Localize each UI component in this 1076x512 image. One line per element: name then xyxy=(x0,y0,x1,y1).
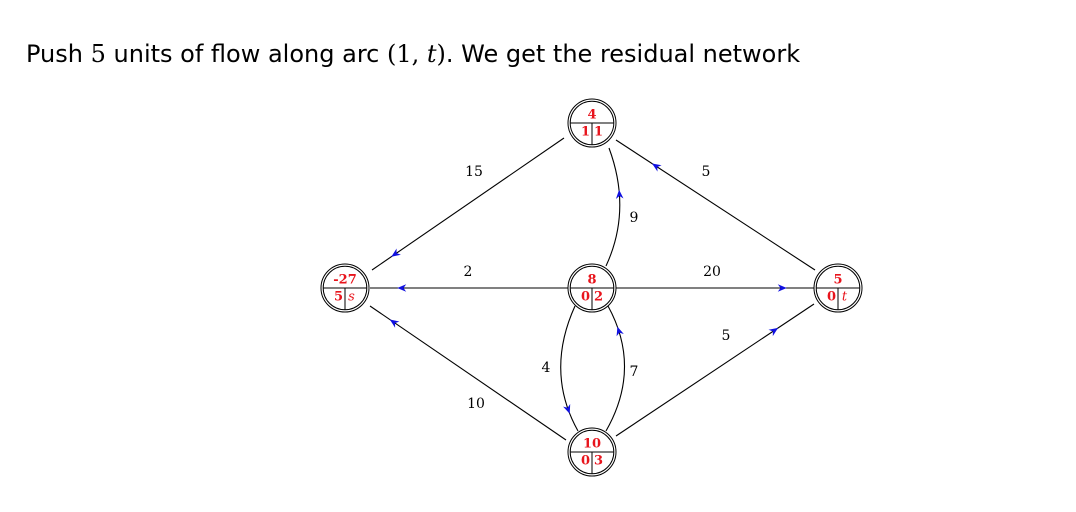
heading: Push 5 units of flow along arc (1, t). W… xyxy=(26,40,800,68)
node-3-top-value: 10 xyxy=(583,437,601,452)
arrowhead xyxy=(391,248,401,257)
arc-2-t: 20 xyxy=(616,264,814,292)
arc-3-2: 7 xyxy=(605,305,639,432)
heading-amount: 5 xyxy=(90,40,106,68)
arrowhead xyxy=(563,404,571,414)
arc-label-2-s: 2 xyxy=(464,264,473,280)
node-2-left-value: 0 xyxy=(581,290,590,305)
arc-t-1: 5 xyxy=(615,139,816,271)
node-2-top-value: 8 xyxy=(587,273,596,288)
node-s-top-value: -27 xyxy=(333,273,357,288)
arc-2-3: 4 xyxy=(542,305,579,432)
heading-arc-open: (1, xyxy=(386,40,427,68)
arc-label-3-t: 5 xyxy=(722,328,731,344)
heading-post: . We get the residual network xyxy=(445,40,801,68)
heading-pre: Push xyxy=(26,40,91,68)
arc-line xyxy=(615,303,815,437)
arc-label-2-3: 4 xyxy=(542,360,551,376)
arc-2-s: 2 xyxy=(370,264,568,292)
arc-3-s: 10 xyxy=(369,305,567,441)
arrowhead xyxy=(389,319,400,328)
node-t-left-value: 0 xyxy=(827,290,836,305)
node-t-right-value: t xyxy=(842,290,848,305)
node-3-right-value: 3 xyxy=(594,454,603,469)
arc-line xyxy=(560,305,579,432)
arc-label-3-s: 10 xyxy=(467,396,485,412)
arc-label-3-2: 7 xyxy=(630,364,639,380)
arc-line xyxy=(371,137,565,271)
arrowhead xyxy=(652,163,662,172)
arc-label-t-1: 5 xyxy=(702,164,711,180)
arrowhead xyxy=(615,189,624,199)
arc-3-t: 5 xyxy=(615,303,815,437)
arc-label-2-1: 9 xyxy=(630,210,639,226)
arc-line xyxy=(605,147,621,267)
node-1-right-value: 1 xyxy=(594,125,603,140)
node-1-top-value: 4 xyxy=(587,108,596,123)
arrowhead xyxy=(777,284,787,292)
node-s-right-value: s xyxy=(348,290,355,305)
arc-2-1: 9 xyxy=(605,147,639,267)
heading-arc: (1, t) xyxy=(387,40,446,68)
heading-arc-var: t xyxy=(426,40,437,68)
arrowhead xyxy=(397,284,407,292)
arrowhead xyxy=(768,327,779,337)
node-3-left-value: 0 xyxy=(581,454,590,469)
node-t-top-value: 5 xyxy=(833,273,842,288)
arc-line xyxy=(605,305,626,432)
arc-line xyxy=(369,305,567,441)
heading-arc-close: ) xyxy=(436,40,446,68)
arc-1-s: 15 xyxy=(371,137,565,271)
arc-label-2-t: 20 xyxy=(703,264,721,280)
arrowhead xyxy=(616,326,624,337)
heading-mid: units of flow along arc xyxy=(105,40,387,68)
node-s-left-value: 5 xyxy=(334,290,343,305)
arc-label-1-s: 15 xyxy=(465,164,483,180)
node-1-left-value: 1 xyxy=(581,125,590,140)
arc-line xyxy=(615,139,816,271)
node-2-right-value: 2 xyxy=(594,290,603,305)
